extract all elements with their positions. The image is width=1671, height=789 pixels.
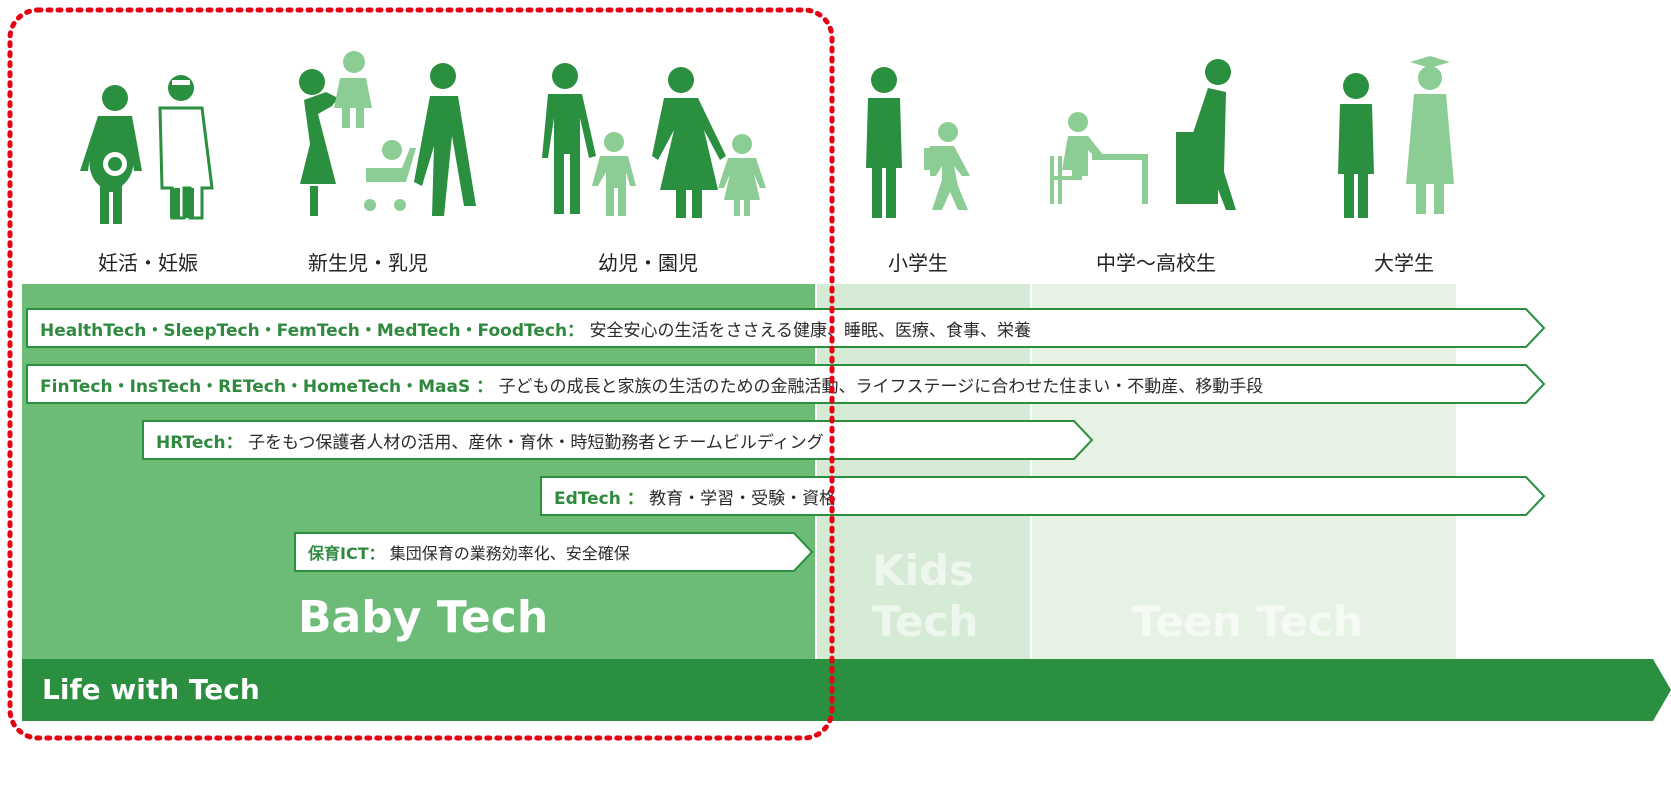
life-with-tech-bar: Life with Tech xyxy=(22,659,1671,721)
parent-and-schoolchild-icon xyxy=(866,67,970,218)
stage-label-university: 大学生 xyxy=(1374,251,1434,275)
baby-tech-label: Baby Tech xyxy=(298,592,549,643)
family-with-toddlers-icon xyxy=(542,63,766,218)
stage-label-newborn: 新生児・乳児 xyxy=(308,251,428,275)
stage-label-toddler: 幼児・園児 xyxy=(598,251,698,275)
tech-row-hr: HRTech： 子をもつ保護者人材の活用、産休・育休・時短勤務者とチームビルディ… xyxy=(142,420,1094,460)
stage-label-elementary: 小学生 xyxy=(888,251,948,275)
teen-tech-label: Teen Tech xyxy=(1132,597,1363,646)
tech-row-fin: FinTech・InsTech・RETech・HomeTech・MaaS ： 子… xyxy=(26,364,1546,404)
tech-name-fin: FinTech・InsTech・RETech・HomeTech・MaaS ： xyxy=(40,376,494,397)
tech-name-childcare-ict: 保育ICT： xyxy=(308,544,385,563)
mother-baby-stroller-icon xyxy=(299,51,476,216)
pregnant-woman-and-doctor-icon xyxy=(80,75,214,224)
tech-name-hr: HRTech： xyxy=(156,432,243,453)
tech-desc-childcare-ict: 集団保育の業務効率化、安全確保 xyxy=(389,544,630,563)
tech-desc-health: 安全安心の生活をささえる健康、睡眠、医療、食事、栄養 xyxy=(589,320,1031,341)
stage-label-pregnancy: 妊活・妊娠 xyxy=(98,251,198,275)
stage-icons xyxy=(80,51,1454,224)
student-at-desk-icon xyxy=(1050,59,1236,210)
tech-desc-fin: 子どもの成長と家族の生活のための金融活動、ライフステージに合わせた住まい・不動産… xyxy=(498,376,1264,397)
tech-row-ed: EdTech ： 教育・学習・受験・資格 xyxy=(540,476,1546,516)
tech-name-health: HealthTech・SleepTech・FemTech・MedTech・Foo… xyxy=(40,320,585,341)
tech-desc-ed: 教育・学習・受験・資格 xyxy=(649,488,837,509)
tech-desc-hr: 子をもつ保護者人材の活用、産休・育休・時短勤務者とチームビルディング xyxy=(248,432,824,453)
parent-and-graduate-icon xyxy=(1338,56,1454,218)
tech-name-ed: EdTech ： xyxy=(554,488,644,509)
kids-tech-label-line2: Tech xyxy=(872,597,979,646)
kids-tech-label-line1: Kids xyxy=(872,546,975,595)
stage-label-junior-high-high: 中学〜高校生 xyxy=(1096,251,1216,275)
life-with-tech-label: Life with Tech xyxy=(42,673,260,706)
tech-row-health: HealthTech・SleepTech・FemTech・MedTech・Foo… xyxy=(26,308,1546,348)
tech-row-childcare-ict: 保育ICT： 集団保育の業務効率化、安全確保 xyxy=(294,532,814,572)
